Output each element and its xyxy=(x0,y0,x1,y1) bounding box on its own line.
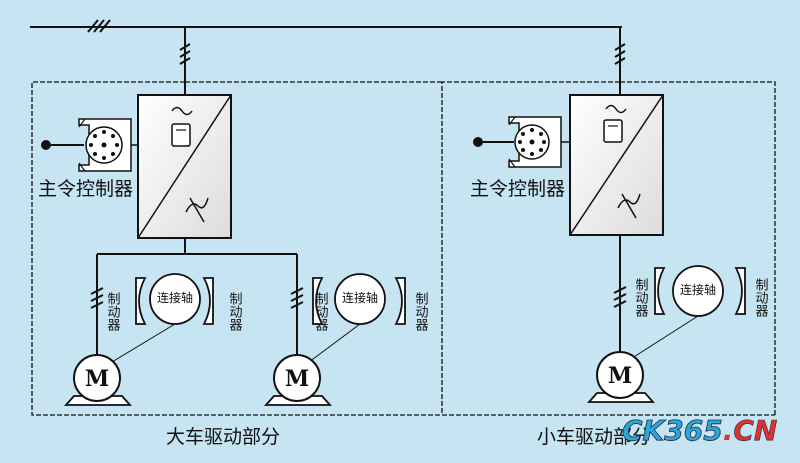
shaft-link-3 xyxy=(628,315,699,361)
ac-symbol-icon xyxy=(171,106,193,116)
svg-text:CK365.CN: CK365.CN xyxy=(622,414,777,447)
brake-pad-icon xyxy=(312,277,406,325)
coupling-shaft-label-2: 连接轴 xyxy=(342,290,378,305)
wiring-right xyxy=(613,235,627,355)
master-controller-left xyxy=(41,118,138,172)
master-controller-label-right: 主令控制器 xyxy=(470,178,565,200)
brake-label-1a: 制动器 xyxy=(105,292,121,332)
watermark-part3: CN xyxy=(733,414,777,447)
frequency-converter-left xyxy=(137,94,232,239)
section-label-left: 大车驱动部分 xyxy=(166,426,280,448)
brake-label-2b: 制动器 xyxy=(413,292,429,332)
frequency-converter-right xyxy=(569,94,664,236)
display-panel-icon xyxy=(171,123,191,147)
power-supply-line xyxy=(30,19,626,95)
brake-label-3b: 制动器 xyxy=(753,278,769,318)
coupling-shaft-label-3: 连接轴 xyxy=(680,282,716,297)
motor-2: M xyxy=(263,354,333,406)
variable-frequency-icon xyxy=(185,197,209,223)
master-controller-label-left: 主令控制器 xyxy=(38,178,133,200)
motor-2-label: M xyxy=(285,366,309,392)
watermark-part2: . xyxy=(723,414,734,447)
motor-1: M xyxy=(63,354,133,406)
wiring-left xyxy=(90,238,304,358)
motor-3-label: M xyxy=(608,363,632,389)
master-controller-right xyxy=(473,116,570,168)
motor-1-label: M xyxy=(85,366,109,392)
coupling-shaft-label-1: 连接轴 xyxy=(157,290,193,305)
motor-3: M xyxy=(586,351,656,403)
section-boundaries xyxy=(31,81,776,416)
section-label-right: 小车驱动部分 xyxy=(537,426,651,448)
brake-pad-icon xyxy=(654,267,746,315)
ac-symbol-icon xyxy=(605,104,627,114)
variable-frequency-icon xyxy=(617,193,641,219)
shaft-link-1 xyxy=(106,323,176,366)
watermark-part1: CK365 xyxy=(622,414,723,447)
display-panel-icon xyxy=(603,119,623,143)
brake-pad-icon xyxy=(135,277,214,325)
shaft-link-2 xyxy=(304,323,361,366)
brake-label-1b: 制动器 xyxy=(227,292,243,332)
brake-label-3a: 制动器 xyxy=(633,278,649,318)
site-watermark: CK365.CN xyxy=(622,414,778,448)
